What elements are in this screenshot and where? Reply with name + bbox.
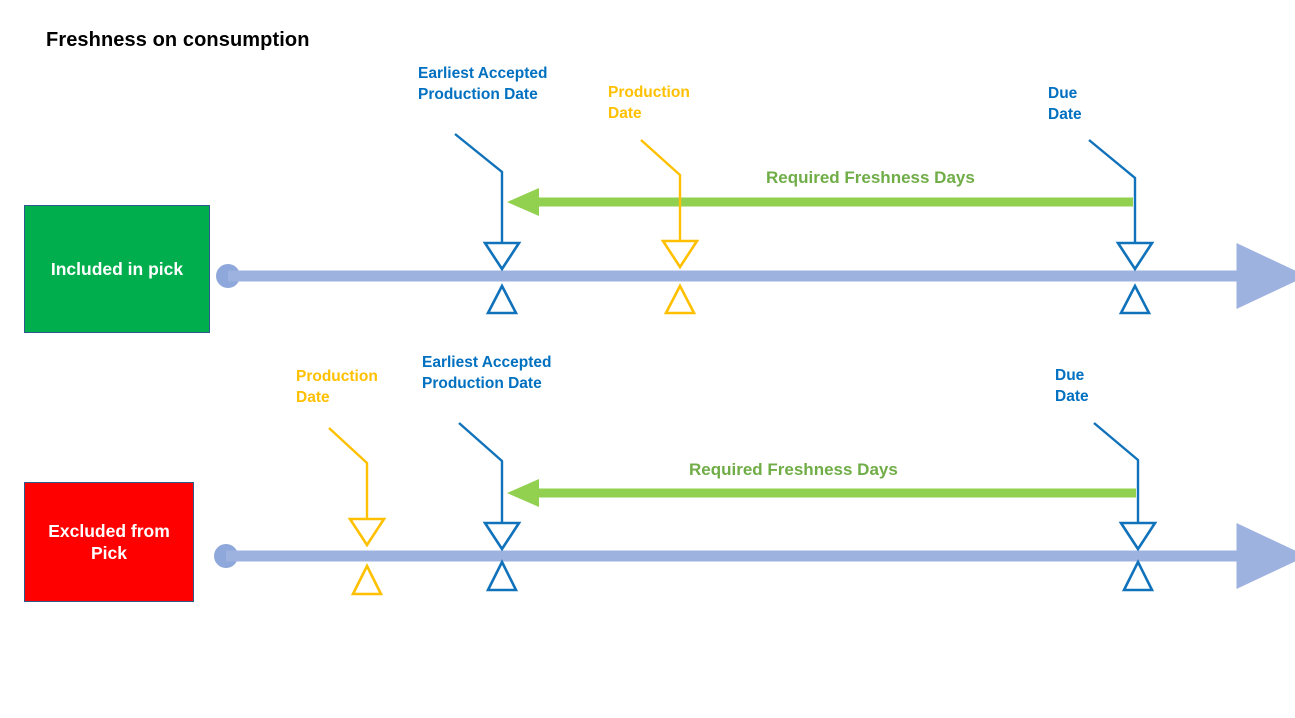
marker-triangle-up — [1118, 283, 1152, 315]
marker-triangle-down — [1118, 521, 1158, 552]
label-due-date-included: Due Date — [1048, 85, 1082, 123]
row-excluded-from-pick — [214, 422, 1295, 596]
marker-triangle-down — [347, 517, 387, 548]
required-freshness-days-arrow-included — [507, 188, 1133, 216]
required-freshness-days-arrow-excluded — [507, 479, 1136, 507]
leader-line — [328, 427, 369, 520]
leader-earliest-accepted-production-date-included — [454, 133, 522, 315]
leader-line — [640, 139, 682, 242]
timeline-excluded — [214, 523, 1295, 589]
leader-due-date-excluded — [1093, 422, 1158, 592]
page-title: Freshness on consumption — [46, 29, 310, 51]
label-earliest-accepted-production-date-excluded: Earliest Accepted Production Date — [422, 354, 552, 392]
label-earliest-accepted-production-date-included: Earliest Accepted Production Date — [418, 65, 548, 103]
leader-earliest-accepted-production-date-excluded — [458, 422, 522, 592]
marker-triangle-down — [660, 239, 700, 270]
leader-production-date-excluded — [328, 427, 387, 596]
leader-line — [458, 422, 504, 524]
freshness-arrow-head — [507, 188, 539, 216]
label-production-date-excluded: Production Date — [296, 368, 378, 406]
marker-triangle-up — [1121, 559, 1155, 592]
marker-triangle-up — [663, 283, 697, 315]
marker-triangle-up — [485, 559, 519, 592]
freshness-arrow-head — [507, 479, 539, 507]
label-due-date-excluded: Due Date — [1055, 367, 1089, 405]
marker-triangle-down — [1115, 241, 1155, 272]
label-required-freshness-days-excluded: Required Freshness Days — [689, 460, 898, 479]
marker-triangle-down — [482, 241, 522, 272]
label-production-date-included: Production Date — [608, 84, 690, 122]
timeline-included — [216, 243, 1295, 309]
leader-due-date-included — [1088, 139, 1155, 315]
marker-triangle-down — [482, 521, 522, 552]
status-box-included-in-pick: Included in pick — [24, 205, 210, 333]
row-included-in-pick — [216, 133, 1295, 315]
marker-triangle-up — [350, 563, 384, 596]
leader-line — [1093, 422, 1140, 524]
leader-line — [1088, 139, 1137, 244]
leader-line — [454, 133, 504, 244]
status-box-excluded-from-pick: Excluded from Pick — [24, 482, 194, 602]
leader-production-date-included — [640, 139, 700, 315]
label-required-freshness-days-included: Required Freshness Days — [766, 168, 975, 187]
marker-triangle-up — [485, 283, 519, 315]
